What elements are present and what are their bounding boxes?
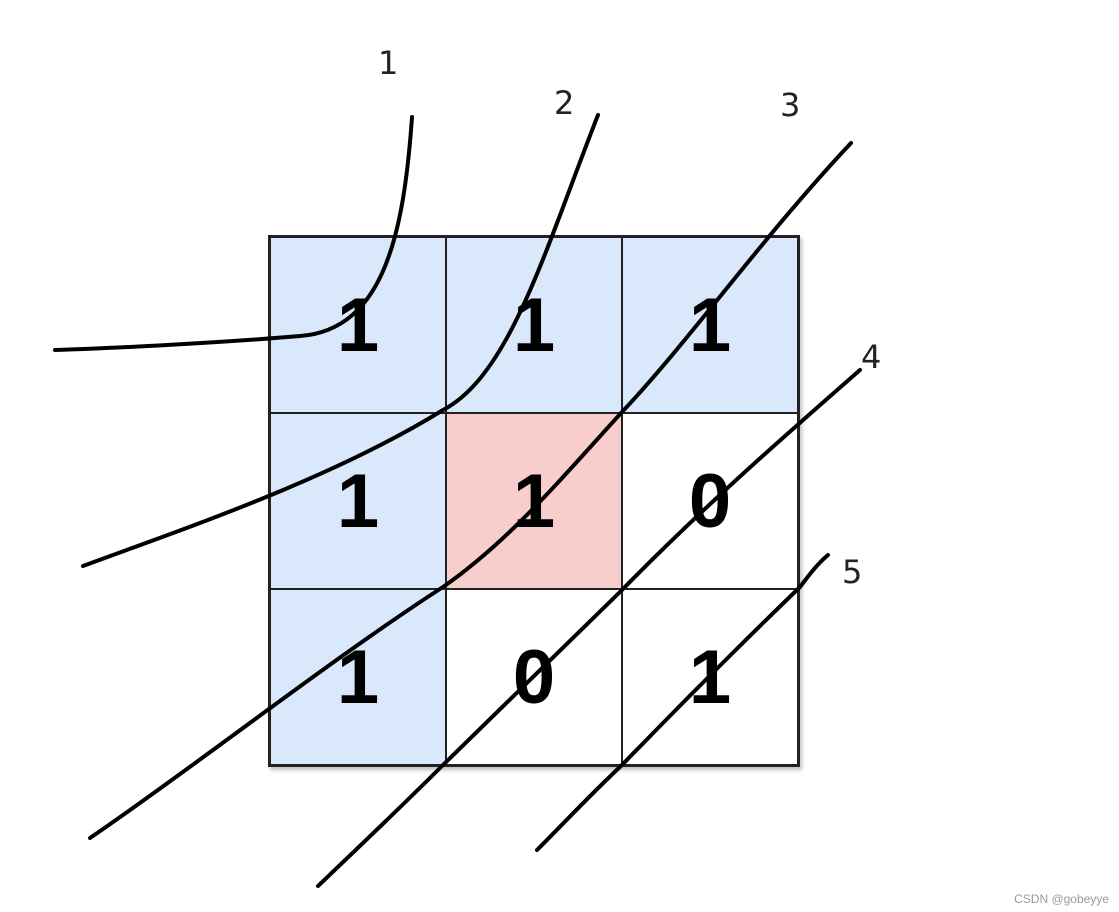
watermark: CSDN @gobeyye — [1014, 892, 1109, 906]
curve-2 — [81, 113, 600, 568]
curve-label-2: 2 — [554, 84, 575, 122]
curve-4 — [316, 368, 862, 888]
matrix-cell: 1 — [270, 589, 446, 765]
curve-3 — [88, 141, 853, 840]
matrix-cell: 1 — [270, 237, 446, 413]
matrix-cell: 1 — [446, 237, 622, 413]
curve-label-1: 1 — [378, 44, 399, 82]
curve-label-3: 3 — [780, 86, 801, 124]
curve-5 — [535, 553, 830, 852]
curve-label-5: 5 — [842, 553, 863, 591]
curve-1 — [53, 115, 414, 352]
curve-label-4: 4 — [861, 338, 882, 376]
matrix-cell: 1 — [622, 237, 798, 413]
matrix-cell: 1 — [270, 413, 446, 589]
